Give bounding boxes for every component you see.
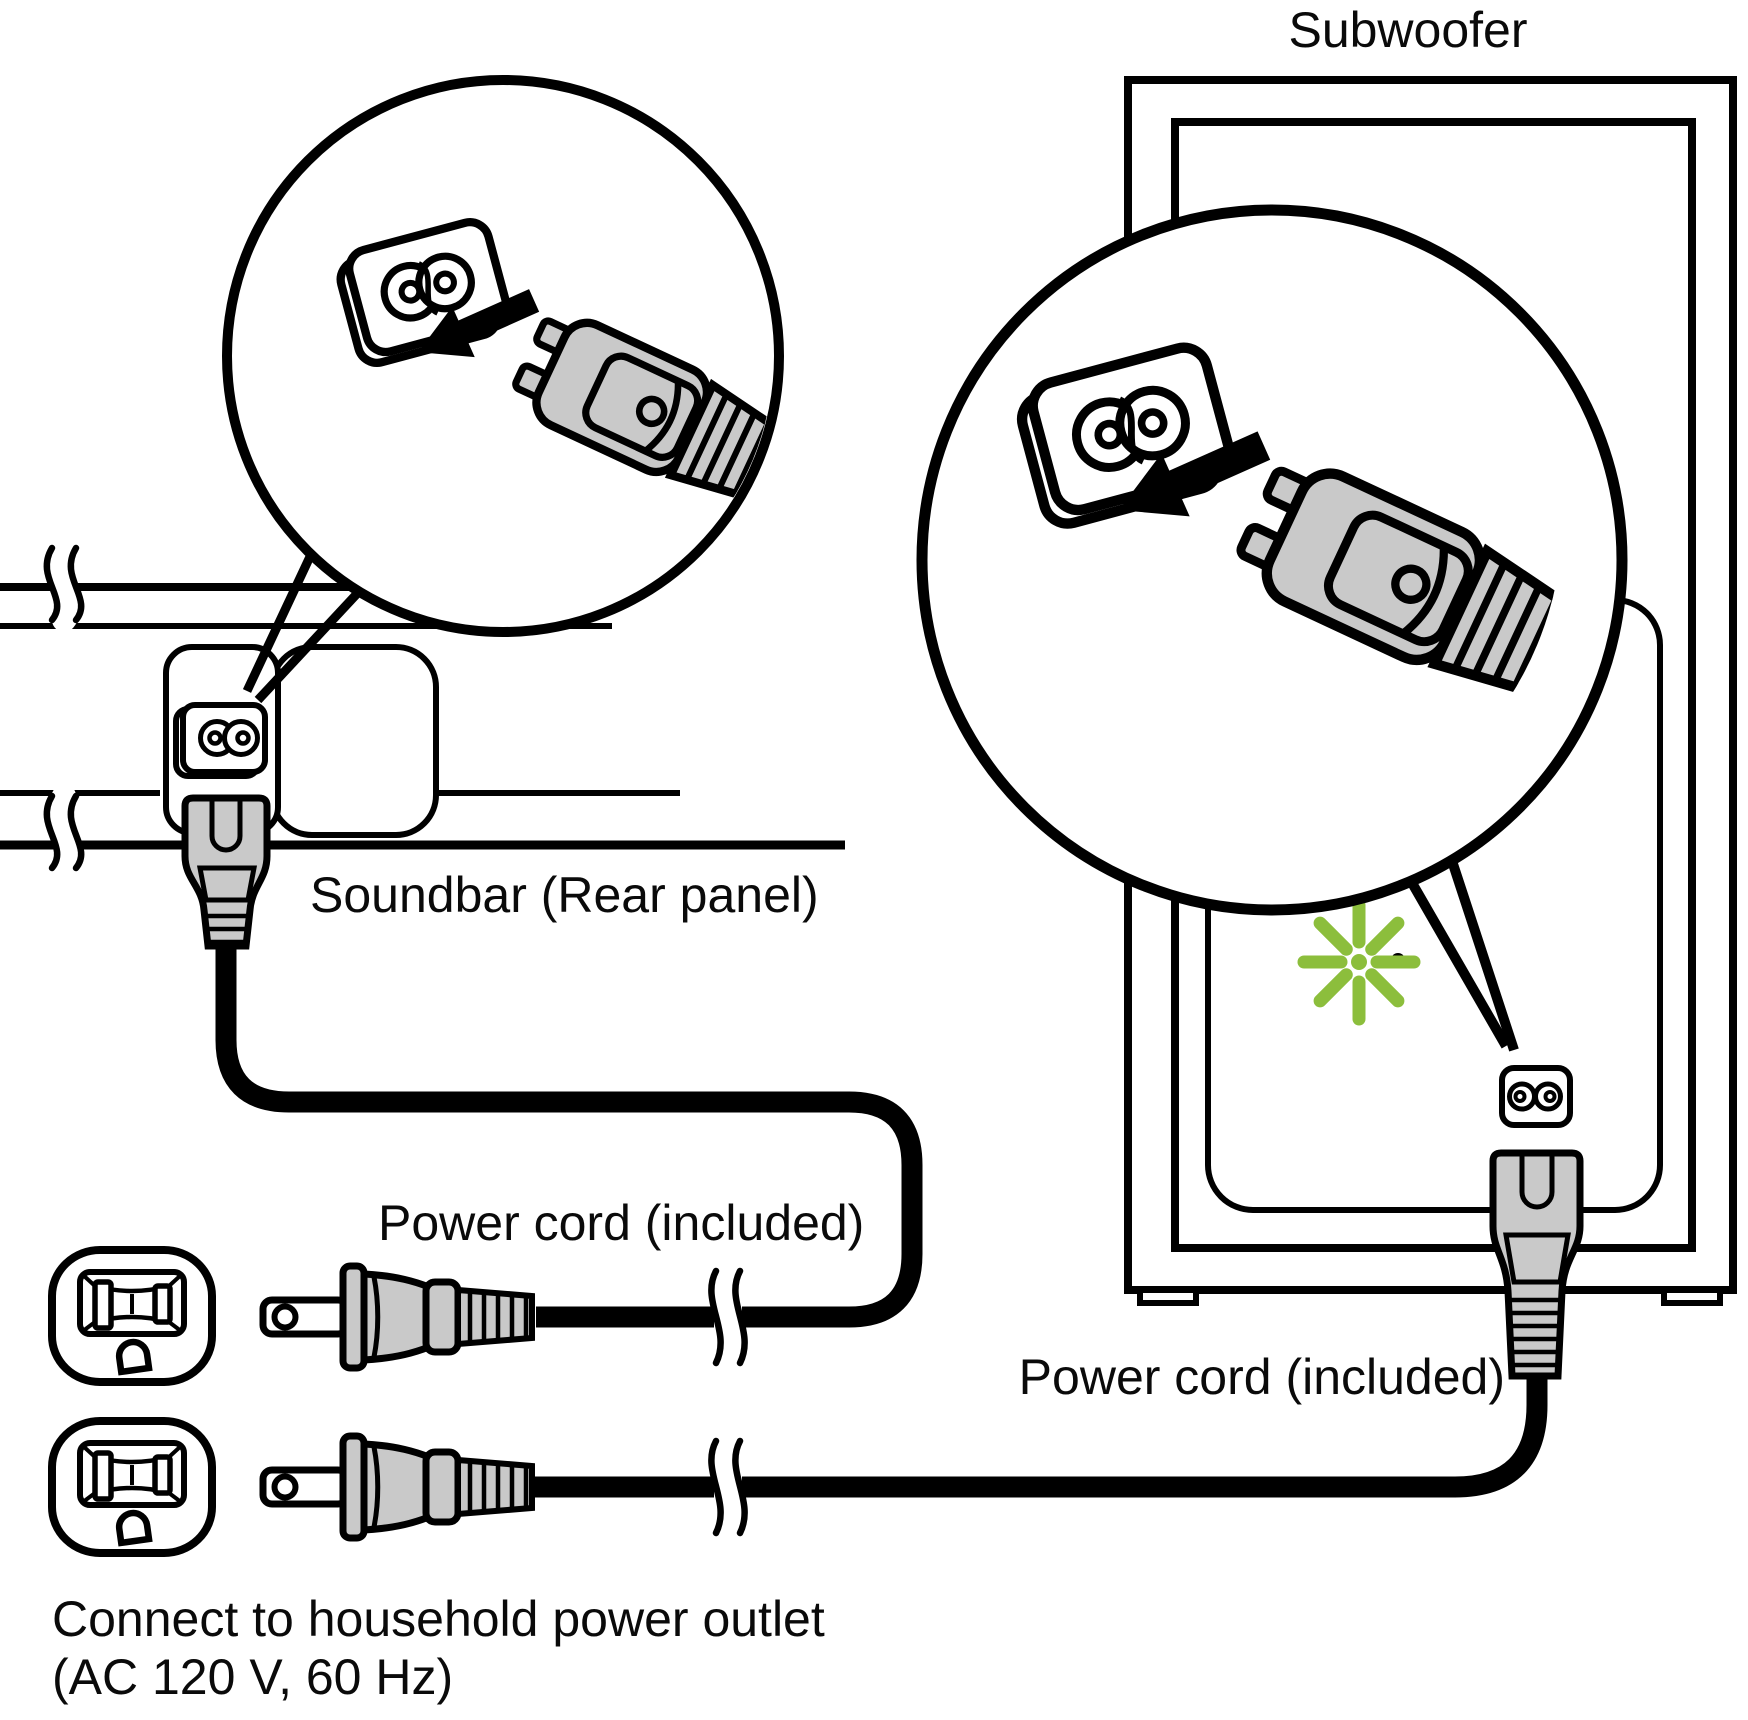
soundbar-rear-panel: [0, 536, 845, 950]
power-outlet-icon: [52, 1250, 212, 1382]
ac-inlet-icon: [1499, 1065, 1573, 1128]
magnifier-circle-soundbar: [222, 75, 784, 637]
recess-large: [269, 644, 439, 838]
soundbar-label: Soundbar (Rear panel): [310, 867, 819, 923]
cable-break-icon: [708, 1427, 748, 1547]
panel-break-icon: [43, 784, 85, 880]
two-prong-plug-icon: [263, 1436, 532, 1538]
power-cord-subwoofer: [530, 1374, 1548, 1498]
power-cord-label-right: Power cord (included): [1019, 1349, 1505, 1405]
two-prong-plug-icon: [263, 1266, 532, 1368]
outlet-caption-line1: Connect to household power outlet: [52, 1591, 825, 1647]
subwoofer-foot-left: [1137, 1287, 1199, 1306]
flashing-led-center: [1351, 954, 1367, 970]
power-cord-soundbar: [215, 946, 923, 1328]
power-outlet-icon: [52, 1421, 212, 1553]
subwoofer-foot-right: [1661, 1287, 1723, 1306]
subwoofer-label: Subwoofer: [1288, 2, 1527, 58]
outlet-caption-line2: (AC 120 V, 60 Hz): [52, 1649, 453, 1705]
c7-plug-icon: [1489, 1149, 1584, 1380]
cable-break-icon: [708, 1257, 748, 1377]
power-cord-label-left: Power cord (included): [378, 1195, 864, 1251]
panel-break-icon: [43, 536, 85, 632]
ac-inlet-icon: [173, 702, 268, 779]
c7-plug-icon: [181, 794, 271, 950]
flashing-led-icon: [1297, 898, 1421, 1026]
